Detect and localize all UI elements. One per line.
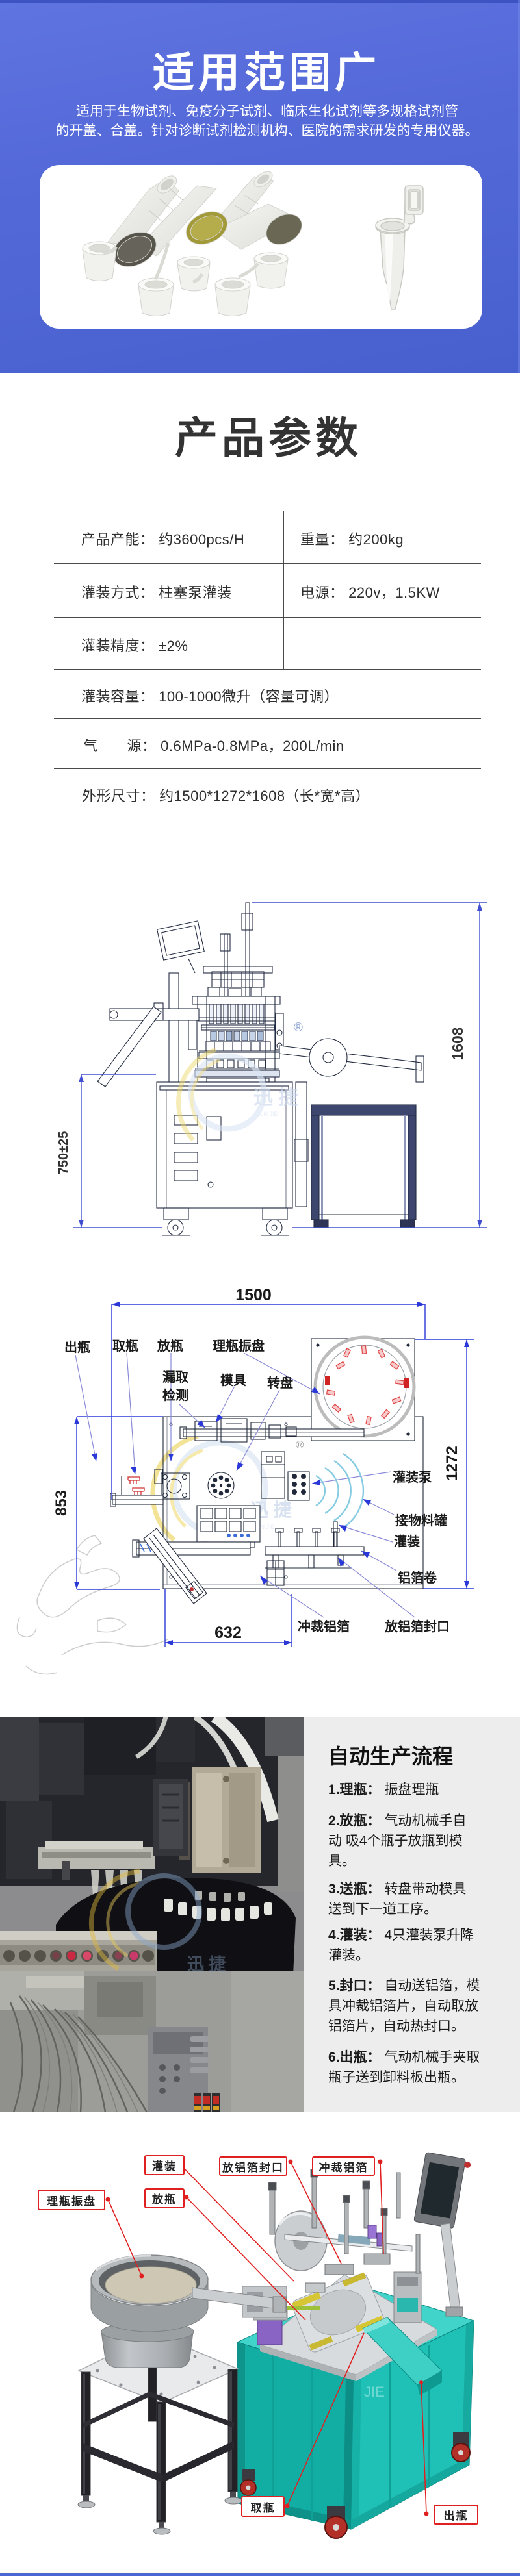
svg-text:漏取: 漏取	[162, 1370, 188, 1385]
svg-text:灌装: 灌装	[394, 1534, 420, 1549]
svg-text:1608: 1608	[449, 1027, 466, 1060]
svg-text:XUN JIE: XUN JIE	[255, 1111, 278, 1117]
svg-text:铝箔卷: 铝箔卷	[398, 1570, 437, 1585]
svg-text:迅 捷: 迅 捷	[254, 1087, 298, 1109]
svg-text:JIE: JIE	[364, 2384, 385, 2400]
svg-text:853: 853	[53, 1490, 70, 1516]
svg-text:迅 捷: 迅 捷	[187, 1954, 226, 1974]
svg-text:取瓶: 取瓶	[112, 1338, 138, 1354]
svg-text:XUN JIE: XUN JIE	[252, 1524, 275, 1530]
svg-text:检测: 检测	[162, 1387, 188, 1403]
svg-text:冲裁铝箔: 冲裁铝箔	[298, 1619, 350, 1634]
svg-text:理瓶振盘: 理瓶振盘	[213, 1338, 265, 1354]
svg-text:转盘: 转盘	[267, 1375, 293, 1391]
svg-text:1272: 1272	[443, 1446, 461, 1480]
svg-text:模具: 模具	[220, 1372, 246, 1388]
svg-text:632: 632	[214, 1624, 242, 1642]
svg-text:灌装泵: 灌装泵	[393, 1469, 432, 1485]
svg-text:750±25: 750±25	[57, 1131, 71, 1175]
svg-text:®: ®	[294, 1021, 303, 1035]
svg-text:®: ®	[296, 1439, 304, 1451]
svg-text:接物料罐: 接物料罐	[395, 1513, 447, 1528]
svg-text:放瓶: 放瓶	[157, 1338, 183, 1354]
svg-text:1500: 1500	[235, 1286, 272, 1304]
svg-text:放铝箔封口: 放铝箔封口	[384, 1619, 450, 1634]
svg-text:出瓶: 出瓶	[64, 1339, 90, 1355]
